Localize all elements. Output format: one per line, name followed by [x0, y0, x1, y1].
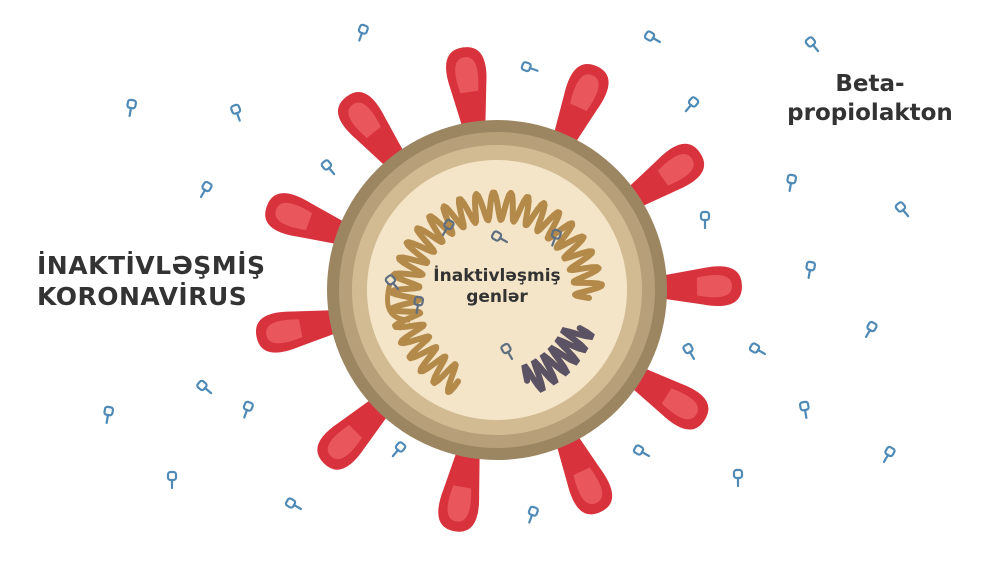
beta-propiolactone-molecule-icon — [684, 96, 700, 113]
virus-label-line2: KORONAVİRUS — [37, 282, 248, 312]
beta-propiolactone-molecule-icon — [441, 218, 455, 237]
beta-propiolactone-molecules — [103, 23, 910, 524]
beta-propiolactone-molecule-icon — [864, 320, 878, 339]
genes-label-line1: İnaktivləşmiş — [433, 266, 561, 286]
spike-protein-icon — [265, 193, 360, 248]
beta-propiolactone-molecule-icon — [500, 342, 514, 361]
chemical-label-line1: Beta- — [835, 71, 905, 97]
beta-propiolactone-molecule-icon — [103, 405, 115, 424]
beta-propiolactone-molecule-icon — [804, 36, 820, 53]
beta-propiolactone-molecule-icon — [732, 468, 744, 488]
virus-label-line1: İNAKTİVLƏŞMİŞ — [37, 251, 266, 280]
beta-propiolactone-molecule-icon — [284, 497, 303, 511]
rna-loop — [385, 282, 411, 323]
beta-propiolactone-molecule-icon — [699, 210, 711, 230]
beta-propiolactone-molecule-icon — [230, 103, 242, 122]
virus-label: İNAKTİVLƏŞMİŞ KORONAVİRUS — [37, 250, 266, 313]
beta-propiolactone-molecule-icon — [166, 470, 178, 490]
spike-protein-icon — [438, 436, 480, 532]
inner-molecules — [384, 218, 562, 361]
beta-propiolactone-molecule-icon — [384, 274, 400, 291]
beta-propiolactone-molecule-icon — [894, 201, 910, 218]
spike-protein-icon — [646, 266, 742, 306]
beta-propiolactone-molecule-icon — [527, 505, 539, 524]
beta-propiolactone-molecule-icon — [391, 441, 407, 458]
beta-propiolactone-molecule-icon — [748, 342, 767, 356]
beta-propiolactone-molecule-icon — [320, 159, 336, 176]
damaged-rna-segment — [521, 325, 595, 393]
spike-protein-icon — [255, 309, 352, 353]
beta-propiolactone-molecule-icon — [786, 173, 798, 192]
spike-protein-icon — [549, 64, 609, 157]
beta-propiolactone-molecule-icon — [357, 23, 369, 42]
spike-protein-icon — [446, 47, 487, 143]
beta-propiolactone-molecule-icon — [798, 400, 810, 419]
beta-propiolactone-molecule-icon — [805, 260, 817, 279]
beta-propiolactone-molecule-icon — [643, 30, 662, 44]
genes-label-line2: genlər — [466, 287, 528, 308]
beta-propiolactone-molecule-icon — [550, 228, 562, 247]
beta-propiolactone-molecule-icon — [490, 230, 509, 244]
genes-label: İnaktivləşmiş genlər — [412, 266, 582, 309]
beta-propiolactone-molecule-icon — [199, 180, 213, 199]
beta-propiolactone-molecule-icon — [520, 61, 539, 73]
beta-propiolactone-molecule-icon — [682, 342, 696, 361]
chemical-label-line2: propiolakton — [787, 99, 953, 126]
beta-propiolactone-molecule-icon — [126, 98, 138, 117]
beta-propiolactone-molecule-icon — [196, 379, 213, 395]
beta-propiolactone-molecule-icon — [242, 400, 254, 419]
beta-propiolactone-molecule-icon — [413, 295, 425, 314]
beta-propiolactone-molecule-icon — [882, 445, 896, 464]
spike-protein-icon — [552, 422, 613, 515]
beta-propiolactone-molecule-icon — [632, 444, 651, 458]
chemical-label: Beta- propiolakton — [780, 70, 960, 128]
